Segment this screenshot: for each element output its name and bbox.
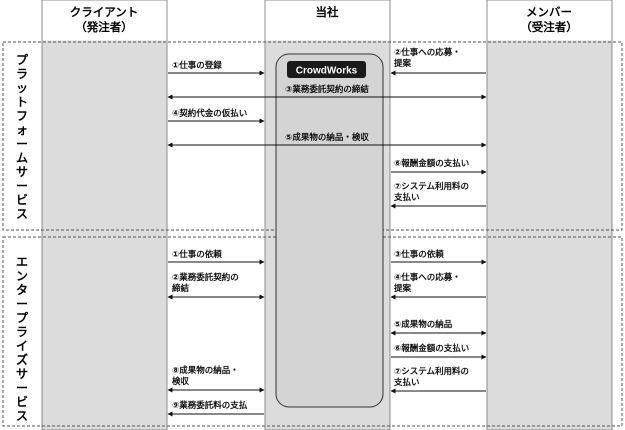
- member-header-line1: メンバー: [526, 5, 572, 19]
- flow-labels: ①仕事の登録 ②仕事への応募・提案 ③業務委託契約の締結 ④契約代金の仮払い ⑤成果物の…: [172, 47, 469, 411]
- platform-label-char: ス: [16, 207, 28, 221]
- label-c8-line1: ⑧成果物の納品・: [172, 365, 239, 376]
- company-header: 当社: [316, 5, 339, 19]
- label-m5: ⑤成果物の納品: [394, 319, 453, 330]
- enterprise-label-char: ス: [16, 409, 28, 423]
- flow-arrows: [167, 70, 487, 417]
- enterprise-label-char: タ: [16, 283, 28, 297]
- label-c8-line2: 検収: [172, 376, 190, 387]
- label-f1: ①仕事の登録: [172, 60, 222, 71]
- client-header-line2: （発注者）: [75, 20, 133, 34]
- label-f6: ⑥報酬金額の支払い: [394, 158, 469, 169]
- platform-label-char: フ: [16, 109, 28, 123]
- platform-label-char: ー: [16, 137, 28, 151]
- enterprise-label-char: ビ: [16, 394, 28, 409]
- platform-label-char: ォ: [16, 123, 28, 137]
- crowdworks-logo: CrowdWorks: [287, 61, 366, 78]
- label-c9: ⑨業務委託料の支払: [172, 400, 248, 411]
- client-header-line1: クライアント: [70, 5, 139, 19]
- label-m6: ⑥報酬金額の支払い: [394, 343, 469, 354]
- enterprise-label-char: プ: [16, 310, 29, 325]
- label-f4: ④契約代金の仮払い: [172, 108, 247, 119]
- enterprise-label-char: ー: [16, 381, 28, 395]
- client-column: [41, 0, 168, 430]
- client-header-bg: [42, 0, 167, 41]
- platform-label-char: ム: [16, 151, 28, 165]
- label-m3: ③仕事の依頼: [394, 249, 444, 260]
- platform-label-char: プ: [16, 52, 29, 67]
- company-header-bg: [265, 0, 390, 41]
- platform-label-char: ビ: [16, 192, 28, 207]
- member-header-line2: （受注者）: [520, 20, 578, 34]
- platform-label-char: サ: [16, 165, 28, 179]
- label-m4-line2: 提案: [394, 283, 412, 294]
- label-f2-line2: 提案: [394, 58, 412, 69]
- label-f7-line1: ⑦システム利用料の: [394, 181, 469, 192]
- member-header-bg: [487, 0, 612, 41]
- label-c2-line2: 締結: [172, 283, 190, 294]
- enterprise-label-char: ー: [16, 297, 28, 311]
- platform-label-char: ー: [16, 179, 28, 193]
- svg-text:CrowdWorks: CrowdWorks: [296, 66, 358, 77]
- enterprise-label-char: イ: [16, 339, 28, 353]
- label-m4-line1: ④仕事への応募・: [394, 272, 461, 283]
- enterprise-label-char: ラ: [16, 325, 28, 339]
- label-m7-line1: ⑦システム利用料の: [394, 366, 469, 377]
- label-m7-line2: 支払い: [393, 377, 420, 388]
- platform-label-char: ト: [16, 95, 28, 109]
- member-column: [486, 0, 613, 430]
- label-f5: ⑤成果物の納品・検収: [285, 132, 369, 143]
- label-f7-line2: 支払い: [393, 192, 420, 203]
- label-f2-line1: ②仕事への応募・: [394, 47, 461, 58]
- platform-label-char: ッ: [16, 81, 28, 95]
- crowdworks-box: [275, 53, 384, 408]
- enterprise-label-char: サ: [16, 367, 28, 381]
- label-f3: ③業務委託契約の締結: [285, 84, 369, 95]
- label-c2-line1: ②業務委託契約の: [172, 272, 239, 283]
- enterprise-section-frame: [2, 236, 623, 427]
- enterprise-label-char: ン: [16, 269, 28, 283]
- label-c1: ①仕事の依頼: [172, 249, 222, 260]
- enterprise-label-char: エ: [16, 255, 28, 269]
- platform-label-char: ラ: [16, 67, 28, 81]
- enterprise-label-char: ズ: [16, 352, 28, 367]
